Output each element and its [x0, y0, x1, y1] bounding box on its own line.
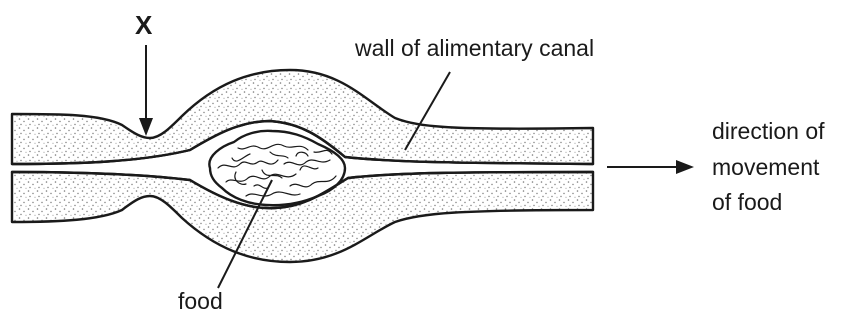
- upper-canal-wall: [12, 70, 593, 164]
- label-x: X: [135, 10, 153, 40]
- label-direction-line1: direction of: [712, 118, 825, 144]
- label-direction-line3: of food: [712, 189, 782, 215]
- direction-arrow-head: [676, 160, 694, 174]
- lower-canal-wall: [12, 172, 593, 262]
- label-direction-line2: movement: [712, 154, 820, 180]
- food-texture: [218, 144, 336, 196]
- label-food: food: [178, 288, 223, 314]
- label-wall: wall of alimentary canal: [354, 35, 594, 61]
- x-arrow-head: [139, 118, 153, 136]
